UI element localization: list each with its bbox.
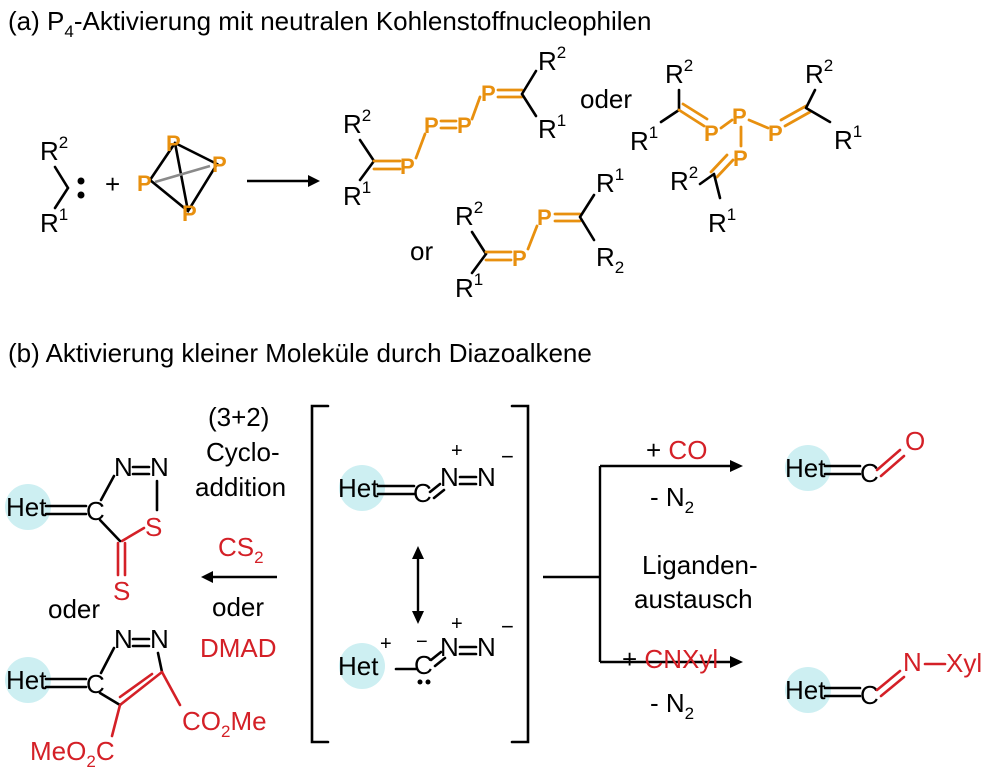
- svg-text:R2: R2: [40, 133, 68, 166]
- plus-cnxyl-label: + CNXyl: [622, 644, 718, 674]
- plus-co-label: + CO: [646, 435, 707, 465]
- svg-text:R1: R1: [596, 165, 624, 198]
- cs2-reagent: CS2: [218, 532, 264, 567]
- svg-text:R1: R1: [40, 205, 68, 238]
- ketenimine-product: Het C N Xyl: [785, 647, 982, 713]
- cyclo-label-1: (3+2): [208, 402, 269, 432]
- svg-text:N: N: [114, 624, 133, 654]
- svg-text:CO2Me: CO2Me: [182, 706, 267, 741]
- svg-text:C: C: [860, 458, 879, 488]
- cyclo-label-3: addition: [195, 472, 286, 502]
- svg-text:+: +: [380, 633, 392, 655]
- svg-text:P: P: [400, 154, 415, 179]
- svg-text:N: N: [903, 647, 922, 677]
- minus-n2-label-bottom: - N2: [650, 688, 694, 723]
- svg-text:−: −: [501, 614, 514, 639]
- svg-text:P: P: [182, 201, 197, 226]
- svg-text:R2: R2: [596, 242, 624, 277]
- svg-text:C: C: [414, 650, 433, 680]
- svg-text:R1: R1: [630, 123, 658, 156]
- svg-text:Het: Het: [785, 453, 826, 483]
- diazoalkene-resonance-2: Het + C − N + N −: [338, 613, 514, 689]
- svg-text:R1: R1: [343, 178, 371, 211]
- svg-text:R1: R1: [538, 111, 566, 144]
- svg-text:R2: R2: [805, 56, 833, 89]
- svg-text:Het: Het: [785, 675, 826, 705]
- svg-text:−: −: [416, 631, 428, 653]
- svg-text:C: C: [413, 478, 432, 508]
- svg-text:C: C: [860, 680, 879, 710]
- svg-text:Xyl: Xyl: [946, 648, 982, 678]
- oder-label-mid: oder: [212, 592, 264, 622]
- svg-text:P: P: [481, 81, 496, 106]
- svg-text:P: P: [704, 121, 719, 146]
- svg-text:C: C: [86, 669, 105, 699]
- svg-text:P: P: [768, 121, 783, 146]
- svg-text:P: P: [212, 152, 227, 177]
- minus-n2-label-top: - N2: [650, 482, 694, 517]
- right-bracket: [510, 404, 530, 744]
- svg-text:R2: R2: [665, 56, 693, 89]
- svg-text:N: N: [150, 624, 169, 654]
- branching-arrows: [543, 464, 733, 664]
- svg-text:−: −: [501, 444, 514, 469]
- svg-text:N: N: [477, 462, 496, 492]
- svg-text:R2: R2: [670, 163, 698, 196]
- svg-text:P: P: [137, 171, 152, 196]
- ligand-exchange-label-1: Liganden-: [642, 550, 758, 580]
- svg-text:P: P: [732, 104, 747, 129]
- svg-text:N: N: [477, 632, 496, 662]
- svg-text:Het: Het: [338, 473, 379, 503]
- ligand-exchange-label-2: austausch: [634, 584, 753, 614]
- svg-text:S: S: [113, 576, 130, 606]
- svg-text:R1: R1: [834, 122, 862, 155]
- svg-text:+: +: [451, 613, 463, 635]
- product-branched-p3: R2 R1 P P P R2 R1 P R2 R1: [630, 56, 862, 238]
- svg-text:P: P: [424, 113, 439, 138]
- carbene-reagent: R2 R1: [40, 133, 85, 238]
- plus-sign-a: +: [105, 169, 120, 199]
- or-label-a: or: [410, 236, 433, 266]
- svg-text:P: P: [166, 131, 181, 156]
- dmad-reagent: DMAD: [200, 633, 277, 663]
- thiadiazole-product: Het C N N S S: [5, 452, 169, 606]
- svg-text:R1: R1: [455, 270, 483, 303]
- svg-text:Het: Het: [6, 665, 47, 695]
- diazoalkene-resonance-1: Het C N + N −: [338, 440, 514, 511]
- pyrazole-product: Het C N N CO2Me MeO2C: [5, 624, 267, 771]
- svg-text:R2: R2: [538, 43, 566, 76]
- svg-text:Het: Het: [6, 492, 47, 522]
- svg-text:N: N: [150, 452, 169, 482]
- svg-text:P: P: [537, 205, 552, 230]
- left-bracket: [310, 404, 330, 744]
- svg-text:R1: R1: [708, 205, 736, 238]
- oder-label-a: oder: [580, 84, 632, 114]
- svg-text:+: +: [451, 440, 463, 462]
- product-tetraphosphadiene: R2 R1 P P P P R2 R1: [343, 43, 566, 211]
- svg-text:Het: Het: [338, 651, 379, 681]
- product-diphosphabutadiene: R2 R1 P P R1 R2: [455, 165, 624, 303]
- svg-text:R2: R2: [455, 198, 483, 231]
- svg-text:P: P: [733, 146, 748, 171]
- panel-b-title: (b) Aktivierung kleiner Moleküle durch D…: [8, 338, 592, 368]
- panel-a-title: (a) P4-Aktivierung mit neutralen Kohlens…: [8, 6, 651, 41]
- svg-text:MeO2C: MeO2C: [30, 736, 115, 771]
- svg-text:N: N: [440, 462, 459, 492]
- white-phosphorus-p4: P P P P: [137, 131, 227, 226]
- svg-text:S: S: [145, 512, 162, 542]
- svg-text:P: P: [512, 246, 527, 271]
- svg-text:P: P: [457, 113, 472, 138]
- svg-text:O: O: [905, 426, 925, 456]
- svg-text:R2: R2: [343, 106, 371, 139]
- svg-text:N: N: [440, 632, 459, 662]
- svg-text:N: N: [114, 452, 133, 482]
- ketene-product: Het C O: [785, 426, 925, 491]
- cyclo-label-2: Cyclo-: [206, 437, 280, 467]
- svg-text:C: C: [86, 496, 105, 526]
- oder-label-left: oder: [48, 594, 100, 624]
